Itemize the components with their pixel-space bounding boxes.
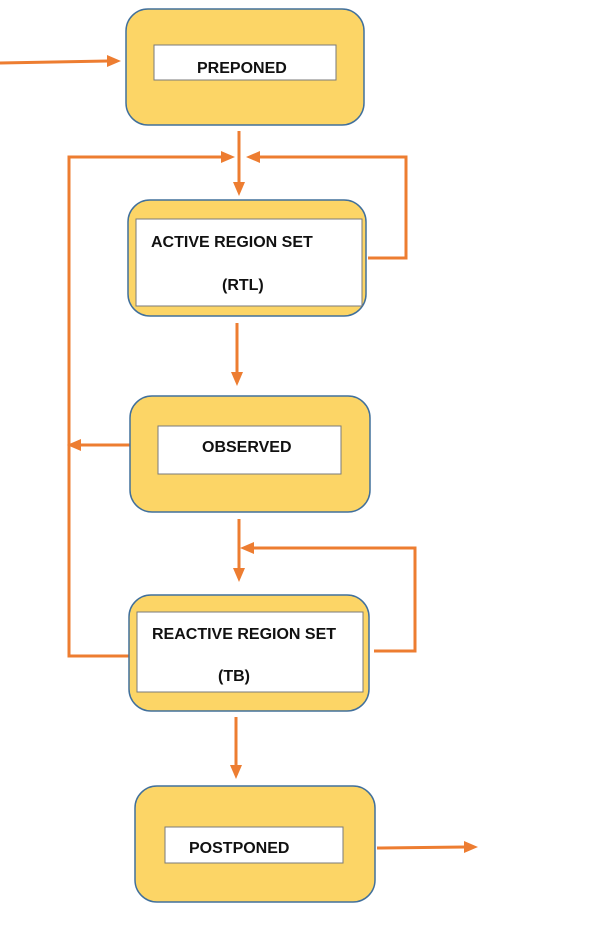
arrow-active-to-observed [231,323,243,386]
active-loop-arrow [246,151,408,260]
node-postponed: POSTPONED [134,785,376,903]
arrow-preponed-to-active [233,131,245,196]
node-preponed-label: PREPONED [197,60,287,77]
node-active-label-box [135,218,363,307]
node-reactive-label-box [136,611,364,693]
reactive-loop-arrow [240,542,417,653]
reactive-feedback-loop-arrow [67,151,235,658]
entry-arrow [0,55,121,67]
node-reactive-label-line2: (TB) [218,668,250,685]
node-active-label-line1: ACTIVE REGION SET [151,234,313,251]
node-observed-label: OBSERVED [202,439,292,456]
node-observed-label-box [157,425,342,475]
observed-to-loop-arrow [67,439,130,451]
arrow-reactive-to-postponed [230,717,242,779]
node-reactive-region-set: REACTIVE REGION SET (TB) [128,594,370,712]
node-postponed-label-box [164,826,344,864]
node-preponed: PREPONED [125,8,365,126]
node-preponed-label-box [153,44,337,81]
node-active-label-line2: (RTL) [222,277,264,294]
node-observed: OBSERVED [129,395,371,513]
connectors [0,55,478,853]
node-postponed-label: POSTPONED [189,840,289,857]
node-reactive-label-line1: REACTIVE REGION SET [152,626,336,643]
node-active-region-set: ACTIVE REGION SET (RTL) [127,199,367,317]
exit-arrow [376,841,478,853]
arrow-observed-to-reactive [233,519,245,582]
